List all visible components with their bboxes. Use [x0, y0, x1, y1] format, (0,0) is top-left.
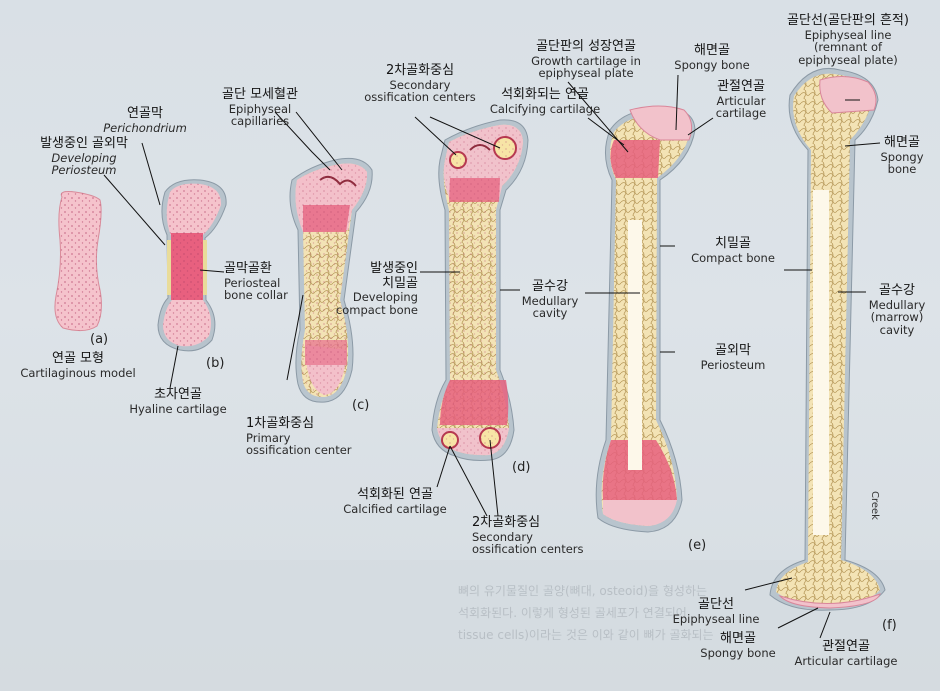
label-periosteum: 골외막 Periosteum — [700, 343, 766, 372]
background-text-line: 뼈의 유기물질인 골양(뼈대, osteoid)을 형성하는 — [458, 584, 708, 598]
panel-tag-b: (b) — [206, 356, 225, 371]
label-calcifying-cartilage: 석회화되는 연골 Calcifying cartilage — [489, 87, 601, 116]
label-calcified-cartilage: 석회화된 연골 Calcified cartilage — [343, 487, 447, 516]
background-text-line: 석회화된다. 이렇게 형성된 골세포가 연결되어 — [458, 606, 687, 620]
label-growth-cartilage: 골단판의 성장연골 Growth cartilage in epiphyseal… — [531, 39, 641, 81]
label-secondary-ossification-top: 2차골화중심 Secondary ossification centers — [364, 63, 476, 105]
bone-stage-a — [54, 191, 102, 332]
label-articular-cartilage-e: 관절연골 Articular cartilage — [715, 79, 767, 121]
bone-stage-c — [289, 157, 373, 403]
label-spongy-bone-bottom: 해면골 Spongy bone — [700, 631, 776, 660]
label-primary-ossification-center: 1차골화중심 Primary ossification center — [246, 416, 352, 458]
label-epiphyseal-capillaries: 골단 모세혈관 Epiphyseal capillaries — [222, 87, 298, 129]
panel-tag-d: (d) — [512, 460, 531, 475]
bone-stage-d — [431, 119, 529, 461]
label-compact-bone: 치밀골 Compact bone — [691, 236, 775, 265]
leader-lines — [103, 74, 881, 639]
label-hyaline-cartilage: 초자연골 Hyaline cartilage — [129, 387, 227, 416]
bone-stage-e — [595, 105, 696, 533]
label-developing-compact-bone: 발생중인 치밀골 Developing compact bone — [335, 261, 418, 317]
label-medullary-marrow-cavity: 골수강 Medullary (marrow) cavity — [868, 283, 926, 338]
panel-tag-a: (a) — [90, 332, 109, 347]
panel-tag-e: (e) — [688, 538, 707, 553]
label-secondary-ossification-bottom: 2차골화중심 Secondary ossification centers — [472, 515, 584, 557]
label-cartilaginous-model: 연골 모형 Cartilaginous model — [20, 351, 136, 380]
label-periosteal-bone-collar: 골막골환 Periosteal bone collar — [224, 261, 288, 303]
panel-tag-c: (c) — [352, 398, 370, 413]
label-epiphyseal-line-bottom: 골단선 Epiphyseal line — [672, 597, 760, 626]
bone-stage-b — [157, 179, 227, 352]
label-epiphyseal-line-top: 골단선(골단판의 흔적) Epiphyseal line (remnant of… — [787, 13, 909, 68]
panel-tag-f: (f) — [882, 618, 897, 633]
label-perichondrium: 연골막 Perichondrium — [103, 106, 187, 135]
label-spongy-bone-f: 해면골 Spongy bone — [880, 135, 924, 177]
artist-credit: Creek — [868, 491, 880, 520]
background-text-line: tissue cells)이라는 것은 이와 같이 뼈가 골화되는 — [458, 628, 714, 642]
label-medullary-cavity-e: 골수강 Medullary cavity — [521, 279, 579, 321]
label-articular-cartilage-bottom: 관절연골 Articular cartilage — [794, 639, 898, 668]
bone-stage-f — [769, 67, 886, 611]
label-developing-periosteum: 발생중인 골외막 Developing Periosteum — [40, 136, 128, 178]
label-spongy-bone-e: 해면골 Spongy bone — [674, 43, 750, 72]
